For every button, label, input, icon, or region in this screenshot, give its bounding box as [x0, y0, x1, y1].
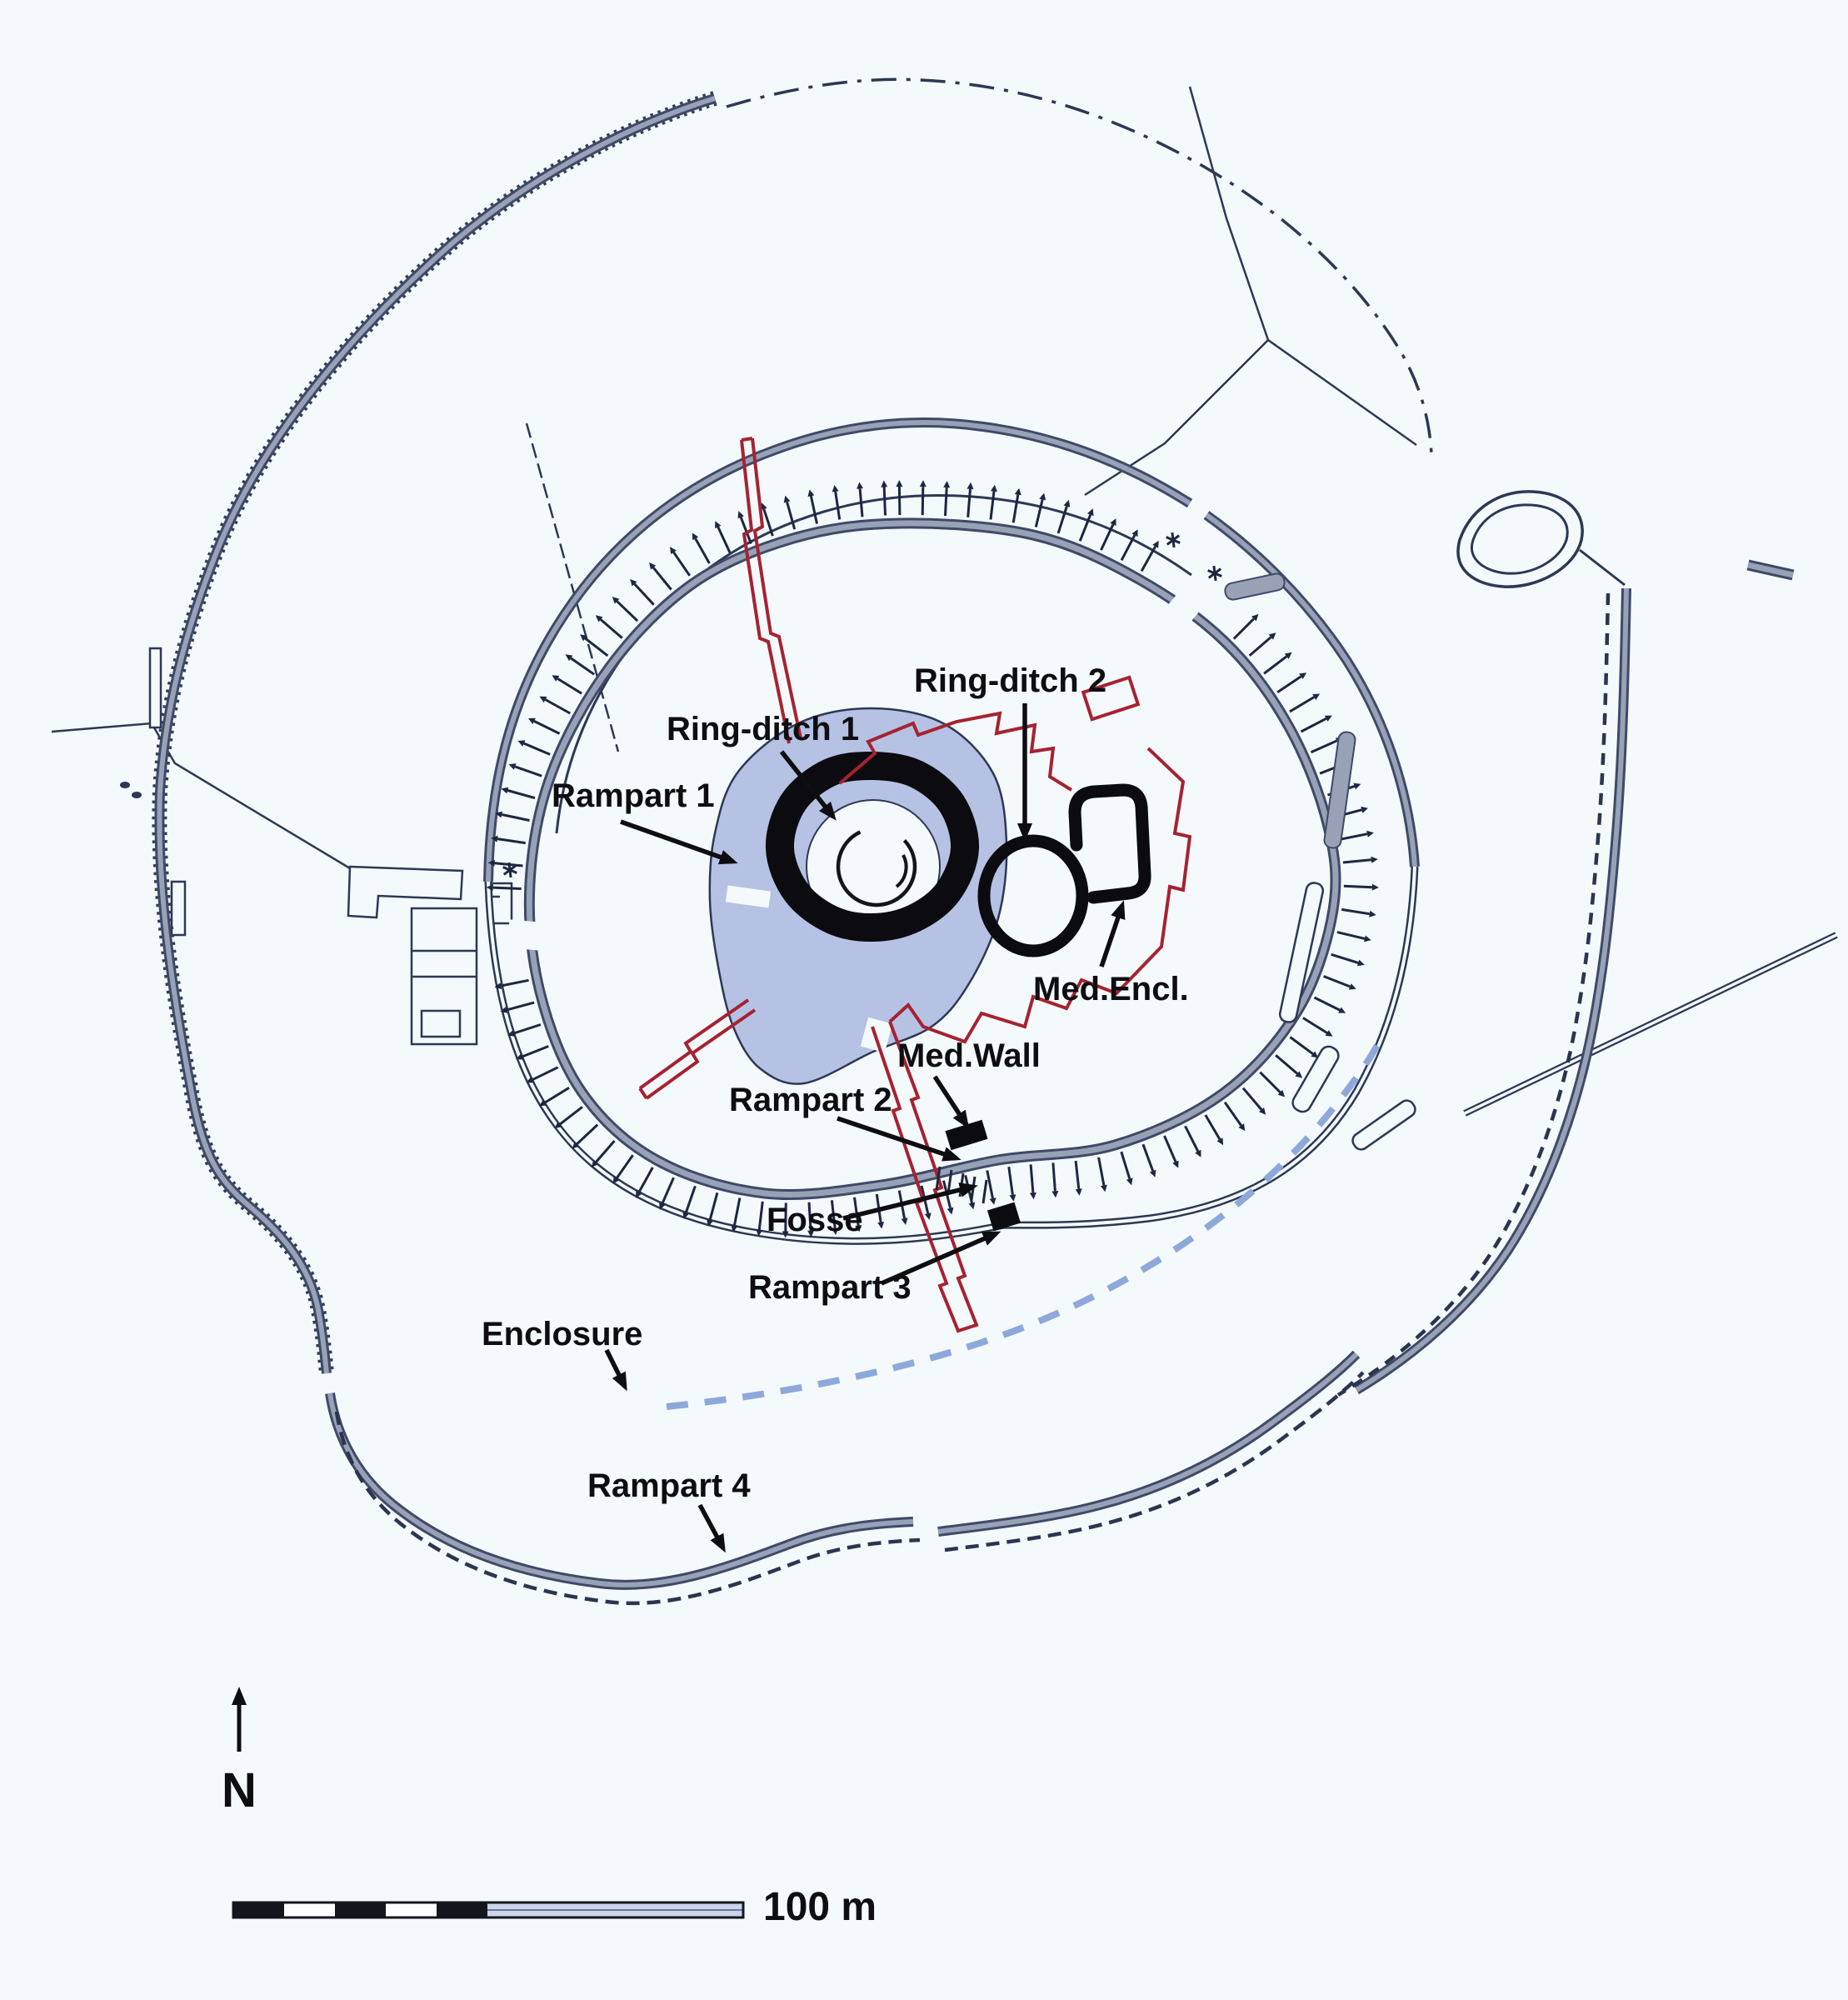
label-rampart-4: Rampart 4	[587, 1468, 751, 1504]
rampart-4-sw-fill	[327, 1392, 914, 1588]
west-spur-wall	[148, 647, 162, 729]
rampart-4-nw-fill	[157, 96, 716, 1374]
pond-inner-outline	[1470, 503, 1569, 575]
field-line-se-inner	[1464, 933, 1837, 1115]
gap-junction-marks	[502, 532, 1222, 878]
scale-segment-filled	[437, 1902, 487, 1918]
farm-division-lines	[412, 949, 477, 978]
pond-outer-outline	[1456, 490, 1584, 588]
scale-segment-open	[284, 1902, 335, 1918]
trench-west-edge	[645, 1008, 757, 1100]
scale-segment-filled	[335, 1902, 386, 1918]
trench-small-rectangle	[1081, 675, 1141, 722]
trench-south	[871, 1021, 979, 1333]
central-house-inner-arc	[895, 854, 908, 888]
east-interior-strips	[1224, 572, 1416, 1151]
leader-arrow-rampart-3	[880, 1231, 1001, 1286]
west-spur-wall	[170, 880, 187, 937]
rampart-4-s-crest-line	[334, 1371, 1365, 1606]
trench-north-end-cap	[741, 437, 753, 442]
leader-arrow-rampart-2	[837, 1116, 961, 1162]
central-monument	[708, 707, 1008, 1085]
rampart-2-ring	[486, 480, 1379, 1238]
label-med-wall: Med.Wall	[897, 1038, 1041, 1074]
rampart-3-band-fill	[486, 420, 1191, 882]
rampart-4-detached-bar-fill	[1747, 562, 1794, 578]
farm-inner-pen	[420, 1009, 462, 1038]
rampart-2-entrance-gap	[507, 919, 562, 952]
field-line-to-pond	[1267, 338, 1417, 447]
feature-labels: Ring-ditch 1 Rampart 1 Ring-ditch 2 Med.Enc…	[482, 662, 1189, 1553]
central-house-circle	[836, 826, 917, 908]
trench-north-left-edge	[740, 439, 791, 744]
ring-ditch-2-and-med-encl	[977, 783, 1151, 958]
label-rampart-3: Rampart 3	[748, 1269, 912, 1306]
rampart-4-e-fill	[1355, 588, 1629, 1392]
field-line-ne	[1084, 86, 1270, 497]
rampart-4-s-outline	[937, 1350, 1361, 1537]
east-strip-outline	[1278, 882, 1325, 1023]
ring-ditch-2-circle	[977, 834, 1089, 958]
med-wall-segment	[945, 1119, 988, 1151]
label-med-encl: Med.Encl.	[1033, 971, 1189, 1008]
east-strip-outline	[1291, 1045, 1340, 1113]
rampart-1-causeway-gap	[725, 885, 772, 908]
boundary-stone-dot	[120, 782, 130, 788]
leader-arrow-rampart-4	[697, 1503, 726, 1553]
label-enclosure: Enclosure	[482, 1316, 642, 1352]
enclosure-dashed-arc	[666, 1035, 1385, 1410]
field-line-nw	[525, 422, 620, 752]
rampart-4-s-fill	[937, 1352, 1359, 1534]
rampart-4-nw-hatching	[152, 91, 717, 1374]
northeast-strip-bank	[1224, 572, 1286, 601]
pond-outlet-line	[1579, 548, 1626, 587]
scale-bar-outline	[232, 1901, 745, 1919]
rampart-3-band-fill	[1205, 512, 1417, 868]
pond-feature	[1456, 490, 1584, 588]
excavation-trenches	[638, 437, 1192, 1333]
trench-north-right-edge	[751, 438, 802, 739]
scale-label: 100 m	[763, 1885, 877, 1929]
leader-arrow-med-wall	[932, 1075, 970, 1130]
scale-segment-filled	[233, 1902, 284, 1918]
trench-west-end-cap	[638, 1087, 648, 1100]
rampart-3-ring	[483, 418, 1420, 1245]
rampart-4-band	[152, 91, 1795, 1606]
scale-segment-open	[386, 1902, 437, 1918]
label-ring-ditch-1: Ring-ditch 1	[667, 711, 859, 748]
leader-arrow-ring-ditch-1	[779, 750, 837, 821]
field-line-w	[51, 722, 351, 870]
trench-west-edge	[638, 998, 750, 1090]
rampart-2-entrance-gap	[1151, 578, 1212, 643]
east-strip-bank	[1323, 731, 1356, 849]
rampart-3-band-outline	[1203, 511, 1420, 868]
farmstead-enclosures	[347, 865, 513, 1046]
rampart-2-hachure-ticks	[486, 480, 1379, 1238]
farm-l-strip	[347, 865, 464, 919]
trench-cutting-east-stepped	[888, 747, 1192, 1044]
label-fosse: Fosse	[767, 1202, 863, 1238]
rampart-3-wall-segment	[986, 1202, 1021, 1232]
boundary-stone-dot	[132, 792, 142, 798]
enclosure-arc-line	[666, 1035, 1385, 1410]
label-ring-ditch-2: Ring-ditch 2	[914, 662, 1106, 699]
medieval-enclosure-outline	[1068, 783, 1151, 904]
leader-arrow-fosse	[842, 1182, 978, 1221]
leader-arrow-enclosure	[604, 1348, 627, 1392]
label-rampart-2: Rampart 2	[729, 1082, 892, 1118]
scale-bar: 100 m	[232, 1885, 877, 1929]
label-rampart-1: Rampart 1	[552, 778, 715, 814]
leader-arrow-med-encl	[1099, 900, 1126, 968]
ring-ditch-1-black-ring	[765, 751, 980, 942]
trench-cutting-north-stepped	[838, 711, 1073, 792]
north-arrow: N	[222, 1687, 257, 1818]
outer-boundary-dashdot-line	[726, 78, 1433, 455]
southeast-strip-outline	[1351, 1099, 1416, 1151]
north-label: N	[222, 1763, 257, 1818]
leader-arrow-rampart-1	[620, 819, 738, 865]
rampart-4-nw-outline	[154, 93, 717, 1374]
west-small-features	[120, 647, 187, 937]
fosse-inner-scarp-line	[555, 494, 1192, 834]
